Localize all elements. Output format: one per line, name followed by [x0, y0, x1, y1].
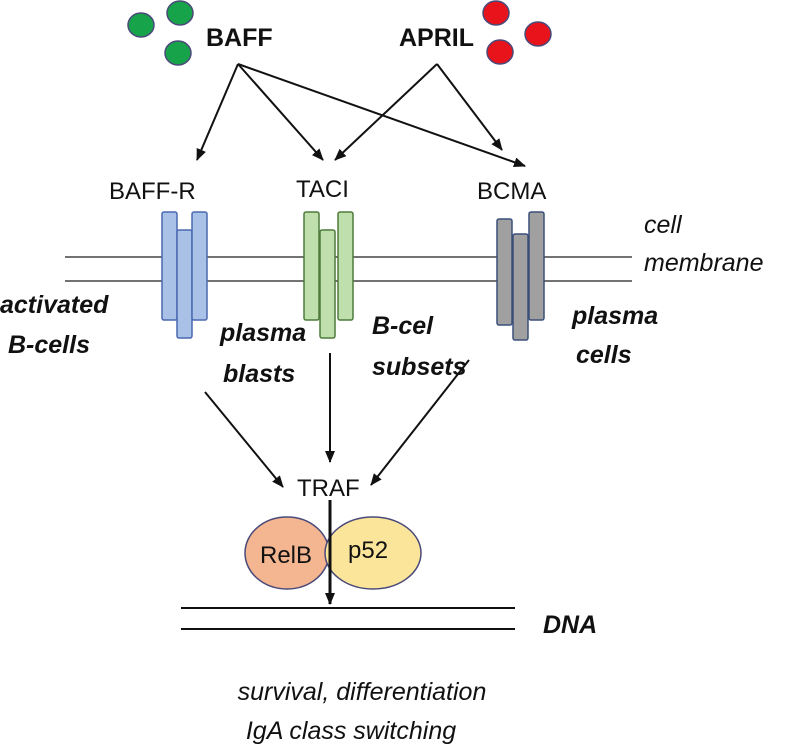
activated-bcells-line1: activated — [0, 291, 109, 319]
arrow-baffr-to-traf — [204, 391, 284, 488]
baff-ligand-dots — [127, 0, 194, 66]
membrane-label-line1: cell — [644, 211, 683, 239]
dna-label: DNA — [543, 611, 597, 639]
plasma-cells-line2: cells — [576, 341, 632, 369]
arrow-baff-to-taci — [237, 63, 324, 161]
receptor-to-traf-arrows — [204, 353, 470, 488]
baffr-receptor — [161, 211, 208, 339]
taci-receptor — [303, 211, 354, 339]
april-label: APRIL — [399, 24, 474, 52]
arrow-baff-to-baffr — [196, 63, 239, 161]
taci-label: TACI — [296, 176, 349, 203]
activated-bcells-line2: B-cells — [8, 331, 90, 359]
bcma-receptor — [496, 211, 545, 341]
dna-strands — [181, 607, 515, 630]
baffr-segment — [176, 229, 193, 339]
outcome-line1: survival, differentiation — [238, 678, 487, 706]
outcome-line2: IgA class switching — [246, 717, 456, 745]
bcell-subsets-line1: B-cel — [372, 312, 434, 340]
relb-label: RelB — [260, 542, 312, 569]
bcma-segment — [528, 211, 545, 321]
taci-segment — [303, 211, 320, 321]
baffr-label: BAFF-R — [109, 178, 196, 205]
bcell-subsets-line2: subsets — [372, 353, 467, 381]
taci-segment — [319, 229, 336, 339]
bcma-segment — [512, 233, 529, 341]
april-dot — [524, 21, 552, 47]
baff-label: BAFF — [206, 24, 273, 52]
arrow-april-to-taci — [334, 63, 438, 161]
membrane-label-line2: membrane — [644, 249, 764, 277]
april-dot — [482, 0, 510, 26]
arrow-bcma-to-traf — [370, 359, 470, 486]
april-ligand-dots — [482, 0, 552, 65]
ligand-binding-arrows — [196, 63, 526, 168]
p52-protein — [324, 516, 422, 590]
plasmablasts-line2: blasts — [223, 360, 295, 388]
bcma-label: BCMA — [477, 178, 546, 205]
plasmablasts-line1: plasma — [219, 319, 306, 347]
baff-dot — [166, 0, 194, 26]
plasma-cells-line1: plasma — [571, 302, 658, 330]
p52-label: p52 — [348, 537, 388, 564]
bcma-segment — [496, 218, 513, 326]
april-dot — [486, 39, 514, 65]
baffr-segment — [161, 211, 178, 321]
arrow-april-to-bcma — [436, 63, 503, 151]
baff-dot — [164, 40, 192, 66]
baffr-segment — [191, 211, 208, 321]
baff-dot — [127, 12, 155, 38]
traf-label: TRAF — [297, 475, 360, 502]
taci-segment — [337, 211, 354, 321]
